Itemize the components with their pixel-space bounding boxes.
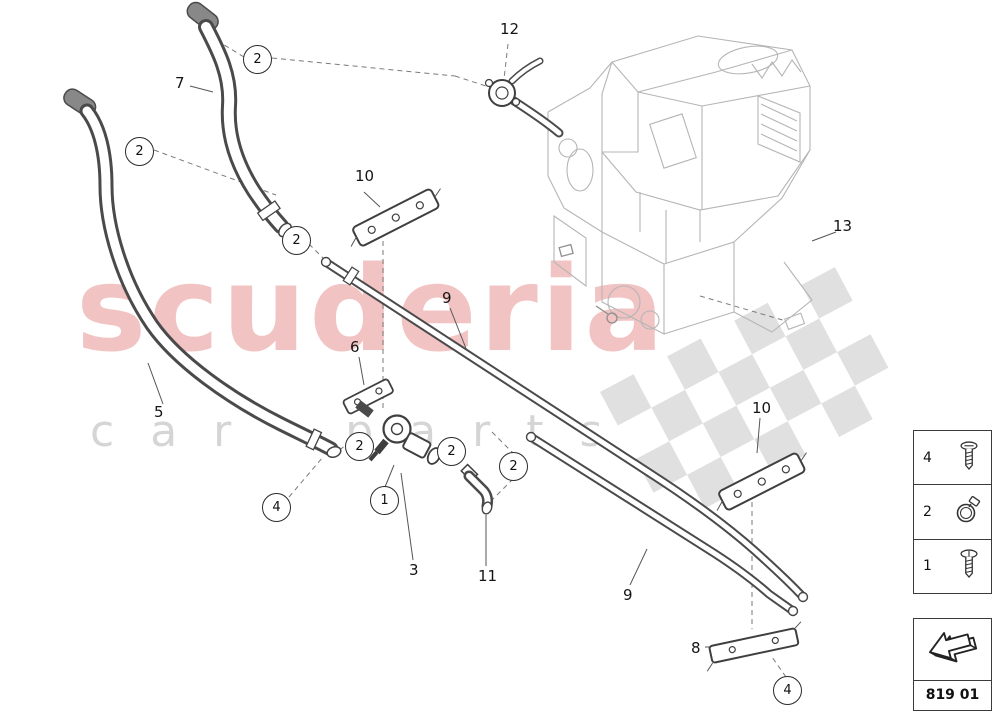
- part-label-10-upper: 10: [355, 167, 375, 185]
- heater-pipe-9-lower: [525, 431, 799, 617]
- back-arrow-icon: [918, 623, 987, 677]
- legend-number: 4: [923, 449, 932, 466]
- callout-screw-1: 1: [370, 486, 399, 515]
- bracket-10-upper: [350, 188, 441, 247]
- part-label-10-lower: 10: [752, 399, 772, 417]
- part-label-8: 8: [691, 639, 701, 657]
- part-label-11: 11: [478, 567, 498, 585]
- callout-clamp-2-e: 2: [437, 437, 466, 466]
- legend-row-clamp-2: 2: [914, 485, 991, 540]
- bracket-10-lower: [716, 452, 807, 511]
- checkered-flag-pattern: [600, 267, 889, 509]
- callout-clamp-2-d: 2: [345, 432, 374, 461]
- heater-hose-5: [63, 88, 342, 459]
- heater-hose-7: [186, 1, 292, 238]
- part-label-7: 7: [175, 74, 185, 92]
- callout-screw-4-a: 4: [262, 493, 291, 522]
- legend-row-screw-1: 1: [914, 540, 991, 593]
- callout-screw-4-b: 4: [773, 676, 802, 705]
- page-code-panel: 819 01: [913, 618, 992, 711]
- part-label-13: 13: [833, 217, 853, 235]
- part-label-3: 3: [409, 561, 419, 579]
- fastener-legend: 4 2 1: [913, 430, 992, 594]
- heater-pipe-9-upper: [320, 256, 809, 603]
- callout-clamp-2-b: 2: [125, 137, 154, 166]
- legend-row-screw-4: 4: [914, 431, 991, 486]
- legend-number: 1: [923, 558, 932, 575]
- page-code: 819 01: [914, 680, 991, 710]
- part-label-9-upper: 9: [442, 289, 452, 307]
- thermostat-part-12: [484, 57, 564, 138]
- part-label-6: 6: [350, 338, 360, 356]
- callout-clamp-2-c: 2: [282, 226, 311, 255]
- hvac-unit-art: [547, 35, 813, 335]
- bracket-8: [706, 621, 802, 672]
- callout-clamp-2-f: 2: [499, 452, 528, 481]
- part-label-12: 12: [500, 20, 520, 38]
- callout-clamp-2-a: 2: [243, 45, 272, 74]
- clamp-icon: [952, 495, 982, 529]
- screw-icon: [956, 547, 982, 585]
- elbow-connector-11: [460, 463, 494, 515]
- part-label-9-lower: 9: [623, 586, 633, 604]
- screw-icon: [956, 439, 982, 477]
- part-label-5: 5: [154, 403, 164, 421]
- water-valve-assembly: [355, 400, 442, 465]
- legend-number: 2: [923, 503, 932, 520]
